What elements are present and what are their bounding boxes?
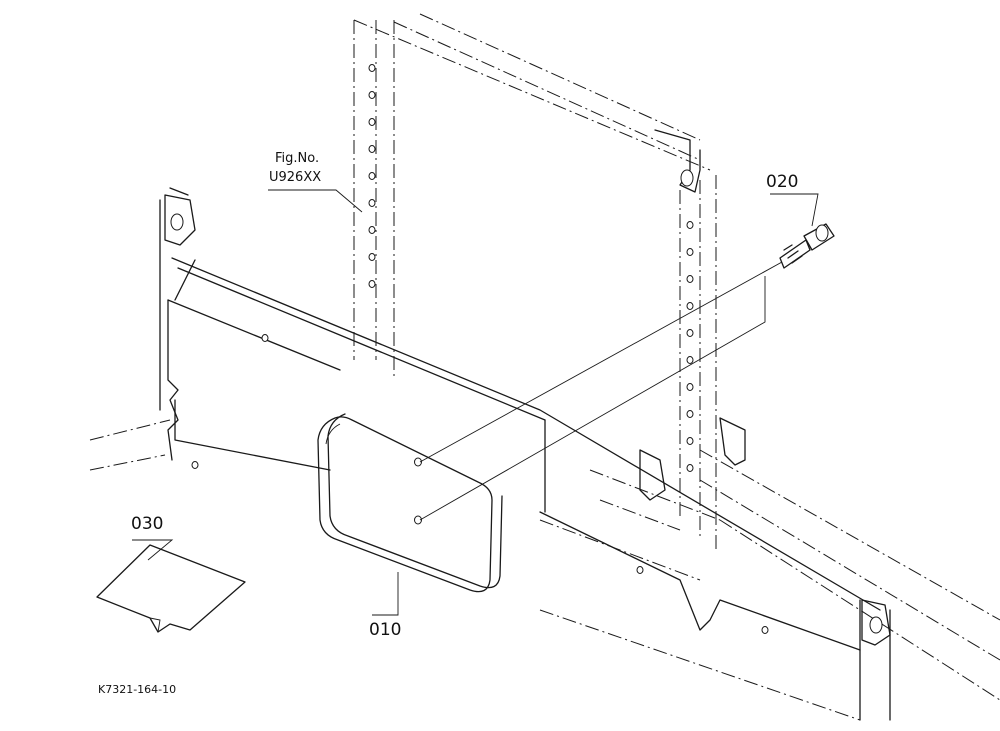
fig-number-label: Fig.No. [275, 151, 320, 166]
fig-number-value: U926XX [269, 170, 322, 185]
left-upright [159, 187, 196, 411]
background-frame [89, 13, 1000, 721]
leader-lines [132, 189, 819, 616]
mid-bracket [639, 417, 746, 501]
post-holes-left [368, 64, 376, 288]
callout-020: 020 [766, 172, 799, 192]
screw-fitting-020 [779, 223, 835, 269]
callout-030: 030 [131, 514, 164, 534]
callout-010: 010 [369, 620, 402, 640]
lamp-lens-010 [317, 413, 503, 593]
top-bracket [654, 129, 701, 193]
right-upright [859, 599, 891, 721]
bumper-beam [167, 257, 881, 651]
drawing-reference-number: K7321-164-10 [98, 683, 177, 696]
alignment-lines [419, 261, 783, 521]
post-holes-right [686, 221, 694, 472]
label-sticker-030 [96, 544, 246, 633]
